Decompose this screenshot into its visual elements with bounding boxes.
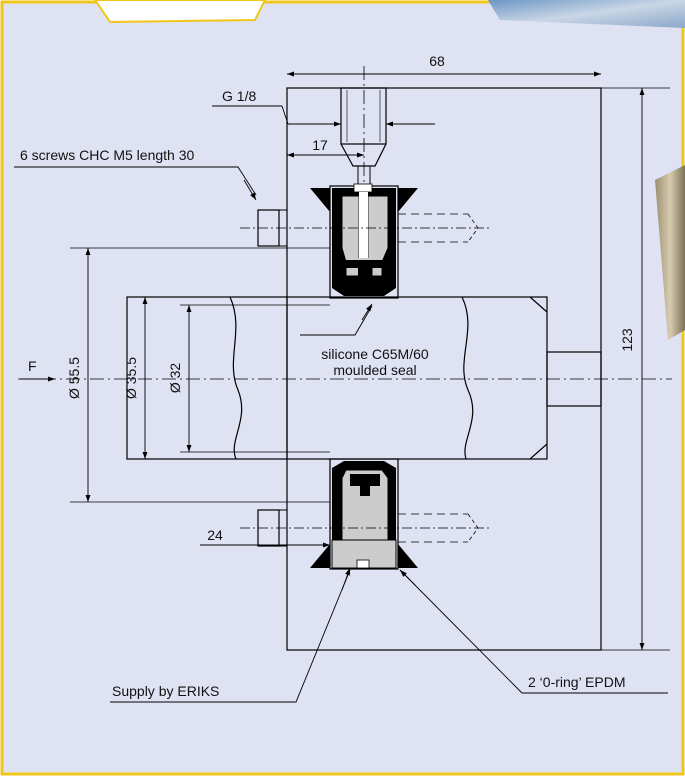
lower-oring-right [398, 544, 418, 568]
threaded-port [340, 87, 387, 145]
upper-oring-right [398, 188, 418, 212]
side-photo-right [655, 165, 685, 340]
corner-tab [93, 0, 267, 24]
dim-35-5-label: Ø 35.5 [123, 357, 139, 399]
supplier-label: Supply by ERIKS [112, 683, 219, 699]
dim-123-label: 123 [619, 328, 635, 352]
leader-screws [14, 166, 257, 196]
lower-oring-left [310, 544, 330, 568]
corner-photo-top [488, 0, 685, 28]
leader-oring [399, 569, 668, 694]
dim-55-5-label: Ø 55.5 [66, 357, 82, 399]
force-label: F [28, 358, 37, 374]
oring-label: 2 ‘0-ring’ EPDM [528, 674, 626, 690]
dim-g18-label: G 1/8 [222, 88, 256, 104]
upper-oring-left [310, 188, 330, 212]
dim-17-label: 17 [312, 137, 328, 153]
dim-24-label: 24 [207, 527, 223, 543]
screws-label: 6 screws CHC M5 length 30 [20, 147, 195, 163]
shaft-pin [546, 351, 602, 407]
leader-seal [300, 305, 373, 336]
dim-68-label: 68 [429, 53, 445, 69]
leader-supplier [110, 569, 351, 703]
seal-label-line2: moulded seal [333, 362, 416, 378]
seal-label-line1: silicone C65M/60 [321, 346, 429, 362]
dim-32-label: Ø 32 [167, 363, 183, 394]
